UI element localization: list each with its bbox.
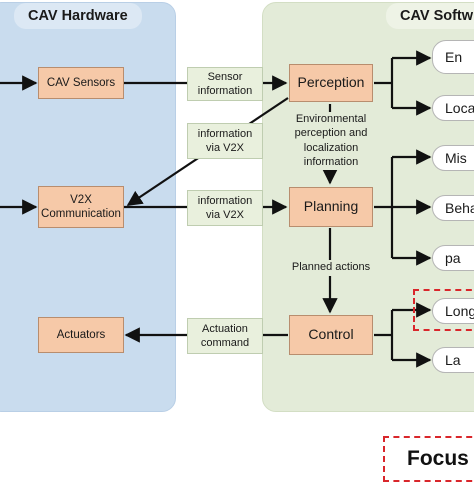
hardware-panel-title: CAV Hardware [14, 3, 142, 29]
sensor-information-label: Sensor information [187, 67, 263, 101]
perception-output-2: Local [432, 95, 474, 121]
planned-actions-label: Planned actions [284, 260, 378, 276]
actuation-command-label: Actuation command [187, 318, 263, 354]
information-via-v2x-label-upper: information via V2X [187, 123, 263, 159]
environmental-perception-label: Environmental perception and localizatio… [282, 112, 380, 170]
focus-highlight-box [413, 289, 474, 331]
information-via-v2x-label: information via V2X [187, 190, 263, 226]
cav-sensors-node: CAV Sensors [38, 67, 124, 99]
focus-legend-label: Focus [407, 447, 469, 470]
control-output-1: Longi [432, 298, 474, 324]
perception-output-1: En [432, 40, 474, 74]
control-output-2: La [432, 347, 474, 373]
perception-node: Perception [289, 64, 373, 102]
control-node: Control [289, 315, 373, 355]
software-panel-title: CAV Softw [386, 3, 474, 29]
v2x-communication-node: V2X Communication [38, 186, 124, 228]
planning-output-2: Beha [432, 195, 474, 221]
actuators-node: Actuators [38, 317, 124, 353]
planning-output-3: pa [432, 245, 474, 271]
planning-node: Planning [289, 187, 373, 227]
planning-output-1: Mis [432, 145, 474, 171]
focus-legend-box: Focus [383, 436, 474, 482]
